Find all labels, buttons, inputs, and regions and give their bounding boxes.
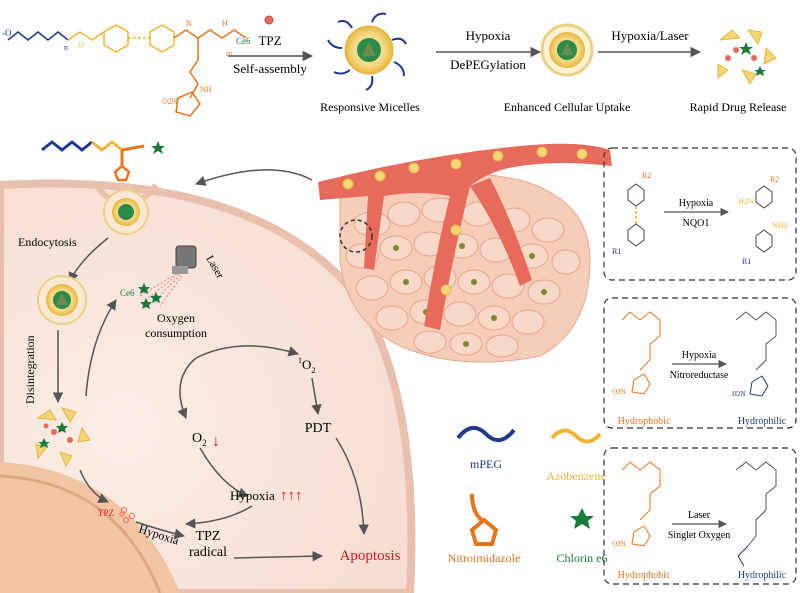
box2-right-label: Hydrophilic xyxy=(738,416,787,427)
benzene-ring-1 xyxy=(103,24,129,53)
down-arrow-icon: ↓ xyxy=(212,433,220,450)
tpz-dot-icon xyxy=(264,15,274,25)
depegylation-label: DePEGylation xyxy=(450,57,526,72)
box3-reagent1: Laser xyxy=(688,510,711,521)
box2-left-label: Hydrophobic xyxy=(618,416,671,427)
box3-right-label: Hydrophilic xyxy=(738,570,787,581)
box2-reagent1: Hypoxia xyxy=(682,350,717,361)
polymer-structure: -O n O N H Ce6 m NH O2N xyxy=(2,19,251,117)
pdt-label: PDT xyxy=(305,421,332,436)
arrow-ce6-release xyxy=(85,299,117,397)
released-fragments-icon xyxy=(717,29,777,85)
chlorin-icon xyxy=(570,508,594,529)
legend-azobenzene: Azobenzene xyxy=(546,469,605,483)
tpz-label-cell: TPZ xyxy=(98,508,114,518)
legend-mpeg: mPEG xyxy=(470,457,502,471)
mechanism-box-singlet-oxygen: O2N Hydrophobic Laser Singlet Oxygen Hyd… xyxy=(603,447,797,585)
hypoxia-label-top: Hypoxia xyxy=(466,28,511,43)
hypoxia-laser-label: Hypoxia/Laser xyxy=(611,28,689,43)
svg-text:R1: R1 xyxy=(742,257,751,266)
box1-reagent1: Hypoxia xyxy=(679,198,714,209)
depegylated-micelle-icon xyxy=(540,23,594,77)
disintegration-label: Disintegration xyxy=(23,335,37,404)
box2-reagent2: Nitroreductase xyxy=(670,370,729,381)
n-label: n xyxy=(64,43,68,52)
tpz-radical-label-2: radical xyxy=(189,545,227,560)
arrow-to-tpz xyxy=(79,469,109,503)
rapid-release-label: Rapid Drug Release xyxy=(690,100,787,114)
cell xyxy=(0,179,416,593)
tpz-label: TPZ xyxy=(258,33,281,48)
mechanism-box-nitroreductase: O2N Hydrophobic Hypoxia Nitroreductase H… xyxy=(603,297,797,429)
oxygen-label: Oxygen xyxy=(157,311,195,325)
responsive-micelles-label: Responsive Micelles xyxy=(320,100,420,114)
legend-chlorin: Chlorin e6 xyxy=(557,551,608,565)
zoom-circle xyxy=(339,219,373,253)
svg-text:R1: R1 xyxy=(612,247,621,256)
responsive-micelle-icon xyxy=(327,12,407,91)
arrow-tissue-to-cell xyxy=(195,169,313,186)
laser-icon xyxy=(139,245,197,307)
arrow-tpz-to-radical xyxy=(135,521,186,539)
tpz-radical-label-1: TPZ xyxy=(196,529,221,544)
self-assembly-label: Self-assembly xyxy=(233,61,307,76)
arrow-pdt-to-apoptosis xyxy=(335,437,369,536)
svg-text:H: H xyxy=(222,19,228,28)
nucleus xyxy=(0,462,180,593)
consumption-label: consumption xyxy=(145,326,207,340)
endocytosis-label: Endocytosis xyxy=(18,235,77,249)
singlet-o2-label: 1O2 xyxy=(298,356,315,375)
box1-reagent2: NQO1 xyxy=(683,218,710,229)
o2-down-label: O2 xyxy=(192,431,207,448)
ce6-tag: Ce6 xyxy=(236,36,251,46)
mechanism-box-azo: R2 R1 Hypoxia NQO1 H2N R2 NH2 R1 xyxy=(603,147,797,281)
svg-text:O2N: O2N xyxy=(612,388,626,396)
box3-reagent2: Singlet Oxygen xyxy=(668,530,731,541)
svg-text:N: N xyxy=(186,19,192,28)
up-arrows-icon: ↑↑↑ xyxy=(280,488,303,504)
internalized-micelle-icon xyxy=(37,275,87,325)
tumor-tissue xyxy=(318,143,612,363)
arrow-to-hypoxia xyxy=(199,447,249,498)
svg-text:H2N: H2N xyxy=(732,390,746,398)
ce6-label: Ce6 xyxy=(120,288,135,298)
legend-nitroimidazole: Nitroimidazole xyxy=(448,551,521,565)
enhanced-uptake-label: Enhanced Cellular Uptake xyxy=(504,100,631,114)
arrow-to-pdt xyxy=(311,377,322,416)
svg-text:O2N: O2N xyxy=(162,97,178,106)
legend: mPEG Azobenzene Nitroimidazole Chlorin e… xyxy=(448,426,608,565)
m-label: m xyxy=(226,49,233,58)
endocytosis-micelle-icon xyxy=(93,183,159,235)
arrow-radical-to-apoptosis xyxy=(233,550,324,562)
disintegrated-micelle-icon xyxy=(35,407,91,468)
svg-text:NH2: NH2 xyxy=(772,221,788,230)
hypoxia-up-label: Hypoxia xyxy=(230,488,275,503)
svg-text:H2N: H2N xyxy=(738,197,754,206)
svg-text:-O: -O xyxy=(2,28,12,38)
svg-text:NH: NH xyxy=(200,85,212,94)
mpeg-icon xyxy=(456,426,516,442)
arrow-to-singlet-o2 xyxy=(195,345,300,359)
box3-left-label: Hydrophobic xyxy=(618,570,671,581)
tpz-dots-icon xyxy=(119,507,135,523)
blood-vessel xyxy=(318,143,612,330)
svg-text:O: O xyxy=(78,41,84,50)
arrow-hypoxia-to-radical xyxy=(184,505,253,529)
polymer-chain-icon xyxy=(41,140,165,182)
benzene-ring-2 xyxy=(149,24,175,53)
nitroimidazole-icon xyxy=(469,493,499,546)
svg-text:R2: R2 xyxy=(642,171,651,180)
svg-text:O2N: O2N xyxy=(612,540,626,548)
svg-text:R2: R2 xyxy=(770,175,779,184)
arrow-to-o2-down xyxy=(177,357,197,419)
ce6-stars-icon xyxy=(138,283,162,309)
apoptosis-label: Apoptosis xyxy=(340,548,401,564)
nitroimidazole-ring xyxy=(175,91,201,117)
azobenzene-icon xyxy=(550,428,602,444)
